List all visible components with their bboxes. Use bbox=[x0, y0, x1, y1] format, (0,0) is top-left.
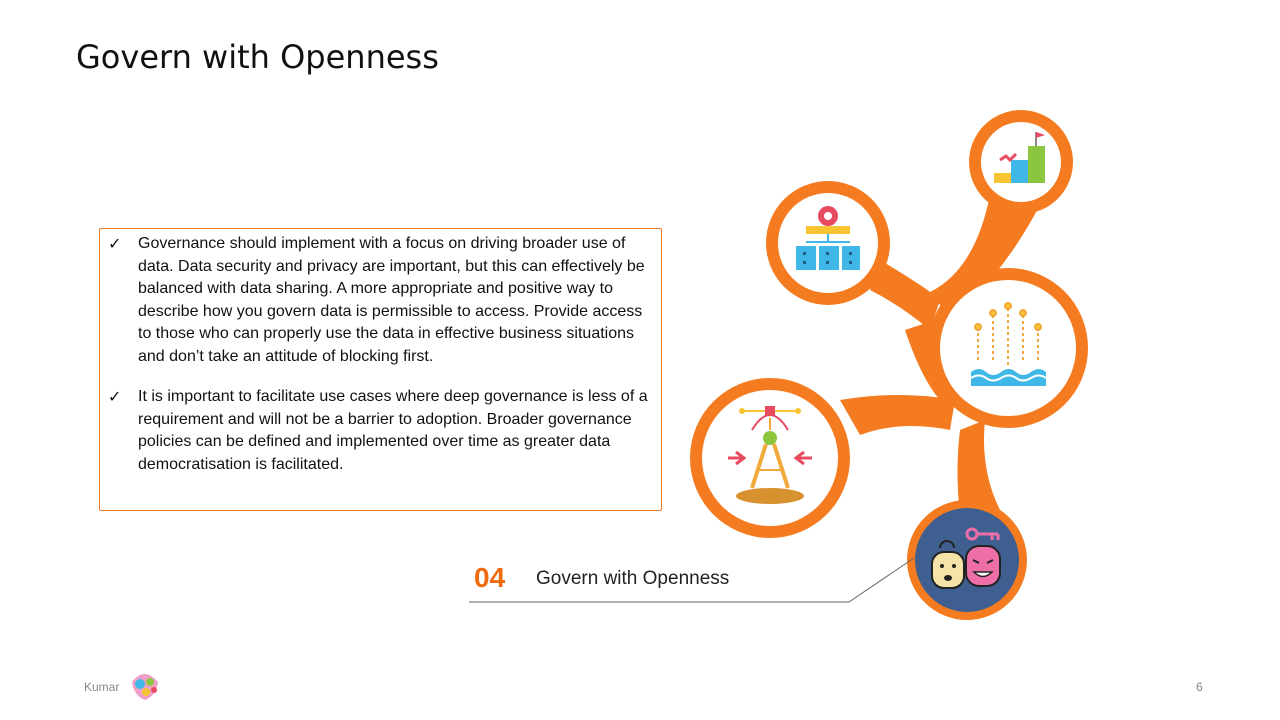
compass-balance-icon bbox=[728, 406, 812, 504]
bar-chart-flag-icon bbox=[994, 132, 1045, 183]
data-stream-water-icon bbox=[974, 302, 1042, 365]
text-box bbox=[99, 228, 662, 511]
slide-title: Govern with Openness bbox=[76, 38, 439, 76]
check-icon: ✓ bbox=[108, 387, 122, 406]
callout-line bbox=[469, 557, 915, 603]
masks-lock-key-icon bbox=[931, 527, 1001, 589]
bullet-text: Governance should implement with a focus… bbox=[138, 235, 645, 365]
bullet-item: ✓ It is important to facilitate use case… bbox=[108, 386, 653, 476]
page-number: 6 bbox=[1196, 680, 1203, 694]
step-number: 04 bbox=[474, 562, 506, 593]
water-waves bbox=[970, 369, 1047, 386]
hierarchy-servers-icon bbox=[796, 206, 860, 270]
step-label: Govern with Openness bbox=[536, 568, 730, 589]
bullet-list: ✓ Governance should implement with a foc… bbox=[108, 233, 653, 494]
bullet-item: ✓ Governance should implement with a foc… bbox=[108, 233, 653, 368]
logo-icon bbox=[132, 674, 158, 700]
bullet-text: It is important to facilitate use cases … bbox=[138, 388, 648, 473]
check-icon: ✓ bbox=[108, 234, 122, 253]
footer-author: Kumar bbox=[84, 680, 120, 694]
